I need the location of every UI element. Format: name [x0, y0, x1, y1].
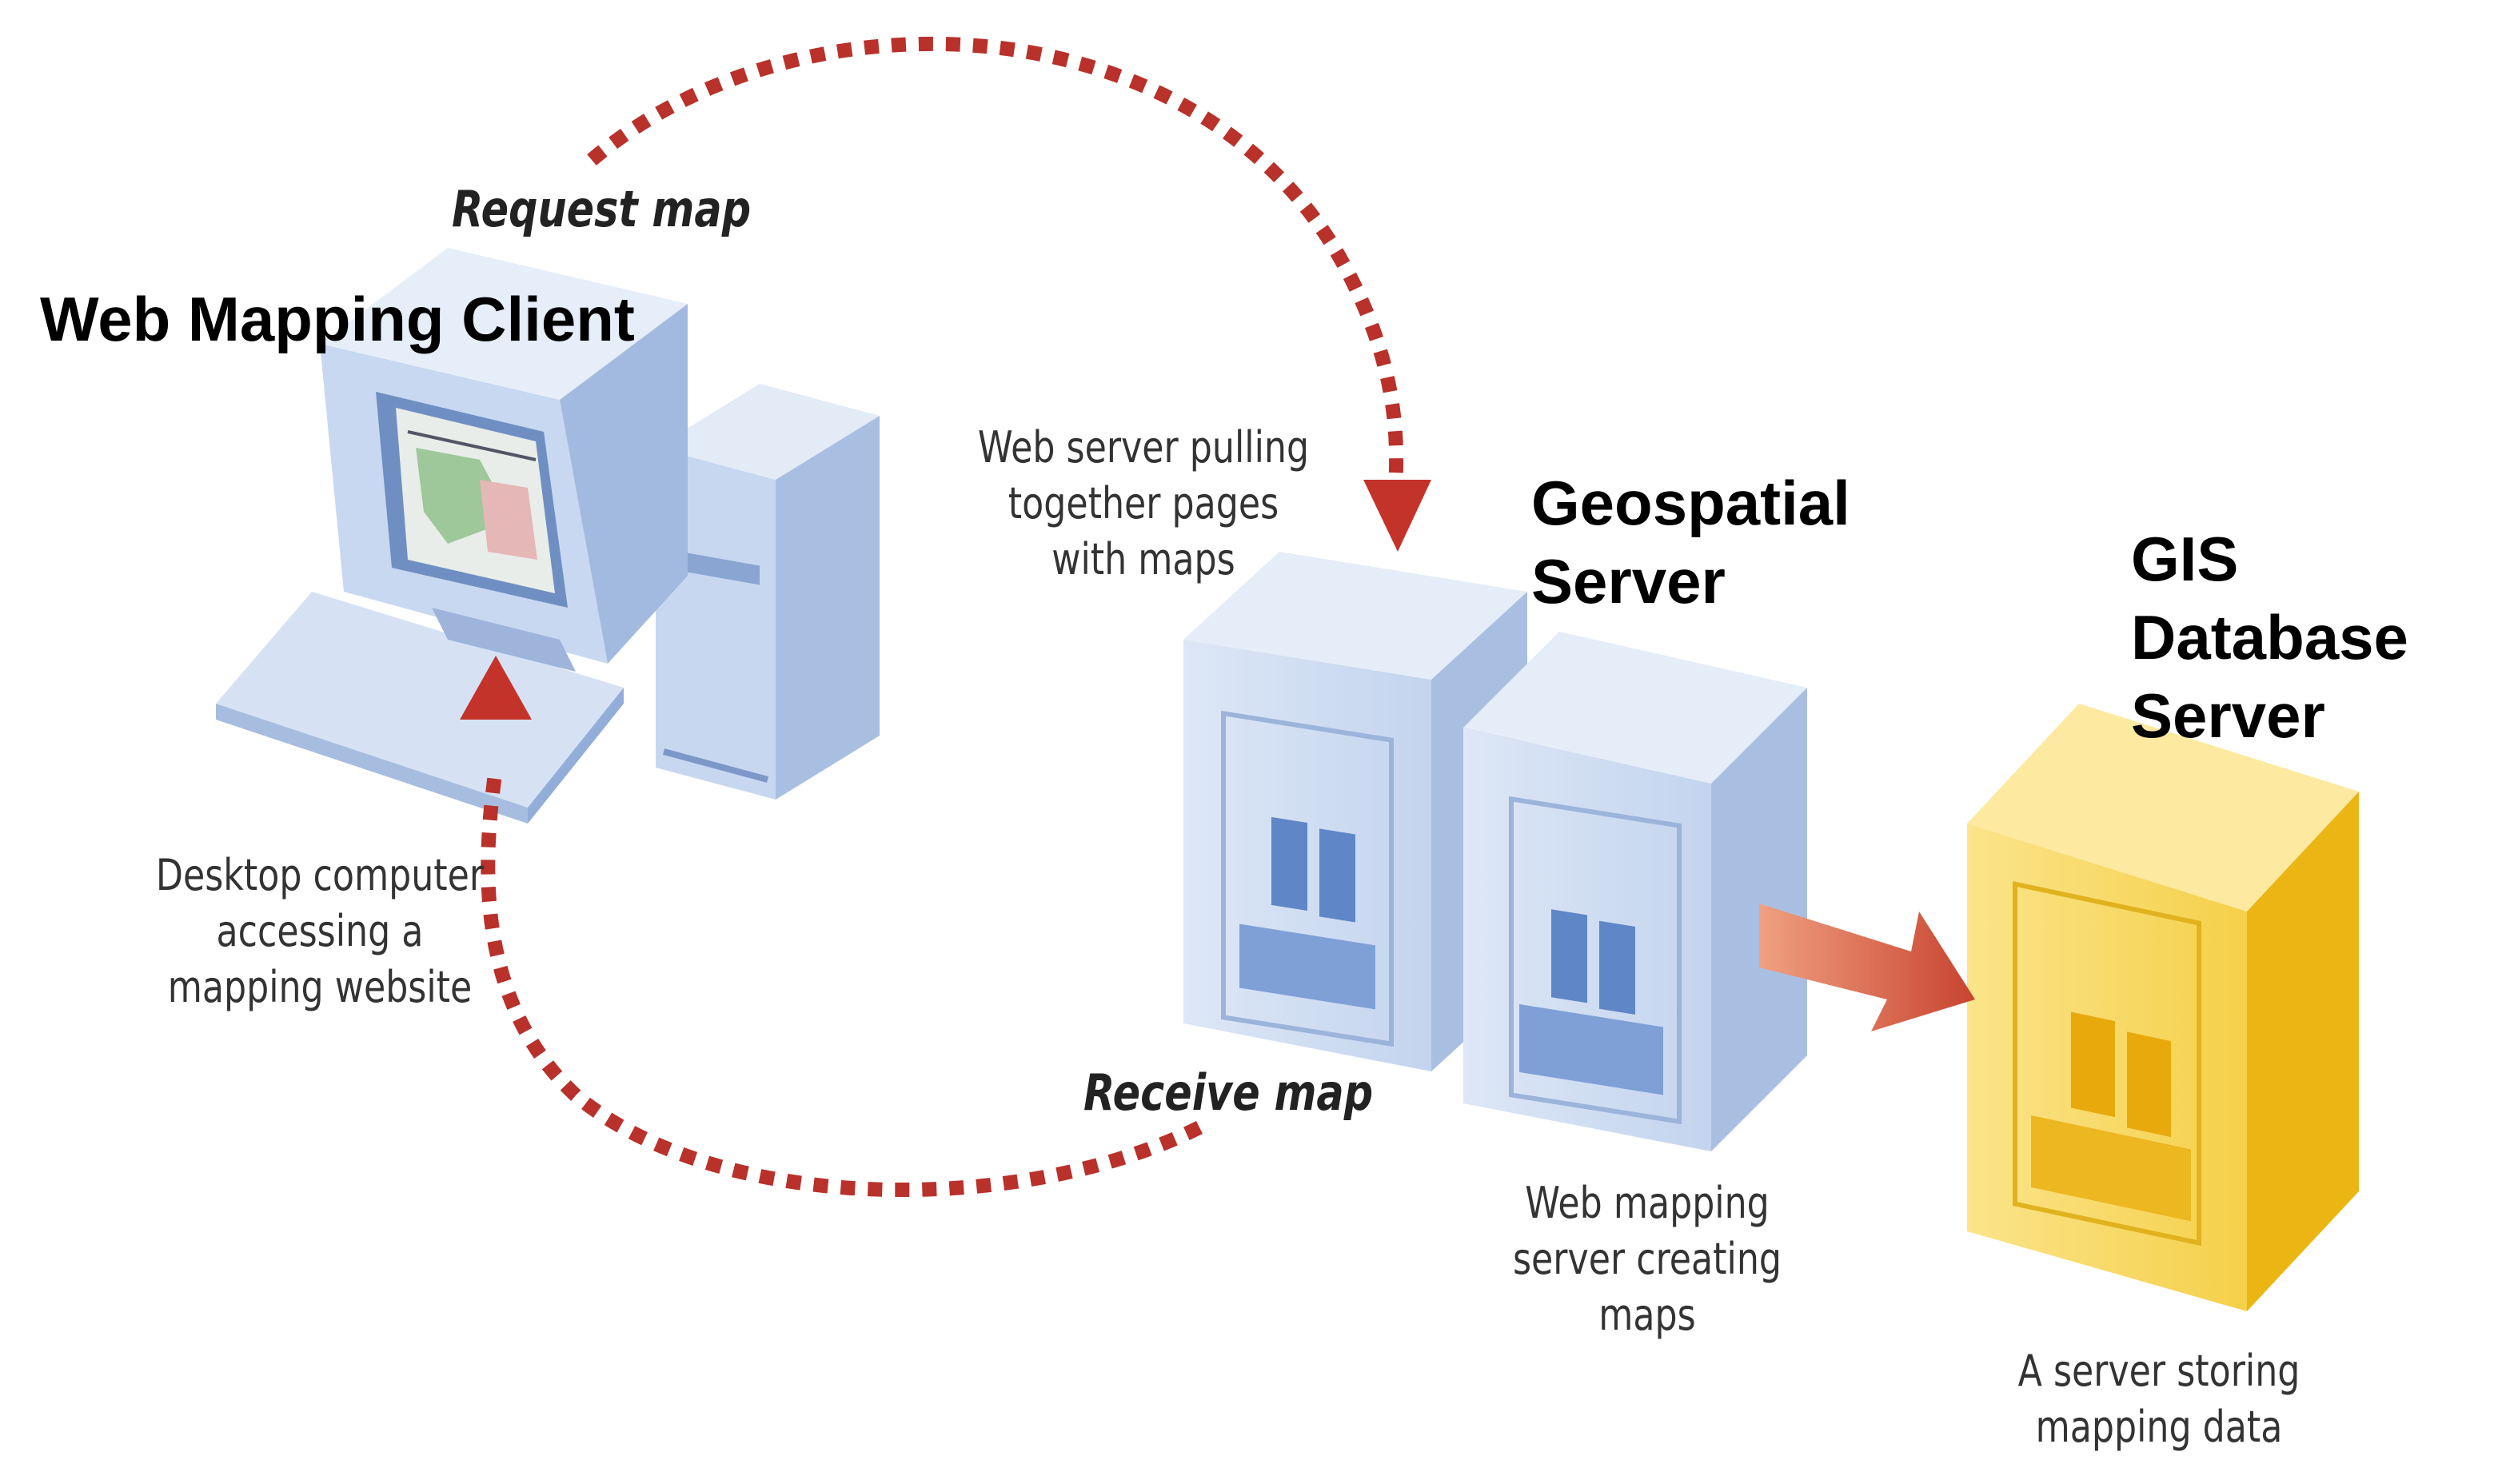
request-map-label: Request map — [452, 180, 752, 238]
receive-map-label: Receive map — [1083, 1063, 1374, 1122]
desktop-caption: Desktop computer accessing a mapping web… — [155, 850, 485, 1012]
map-server-caption: Web mapping server creating maps — [1512, 1178, 1782, 1340]
request-map-arrowhead — [1363, 480, 1431, 552]
geospatial-server-title: Geospatial Server — [1531, 468, 1850, 616]
gis-database-server-title: GIS Database Server — [2131, 524, 2408, 751]
receive-map-arrowhead — [460, 656, 532, 720]
web-server-caption: Web server pulling together pages with m… — [977, 422, 1310, 584]
request-map-arrow-path — [587, 36, 1404, 489]
receive-map-arrow-path — [481, 766, 1203, 1198]
map-server-icon — [1463, 632, 1807, 1151]
storage-caption: A server storing mapping data — [2017, 1346, 2301, 1452]
desktop-computer-icon — [216, 248, 880, 824]
server-to-database-arrow — [1759, 904, 1975, 1031]
client-title: Web Mapping Client — [40, 284, 635, 354]
database-server-icon — [1967, 704, 2359, 1311]
